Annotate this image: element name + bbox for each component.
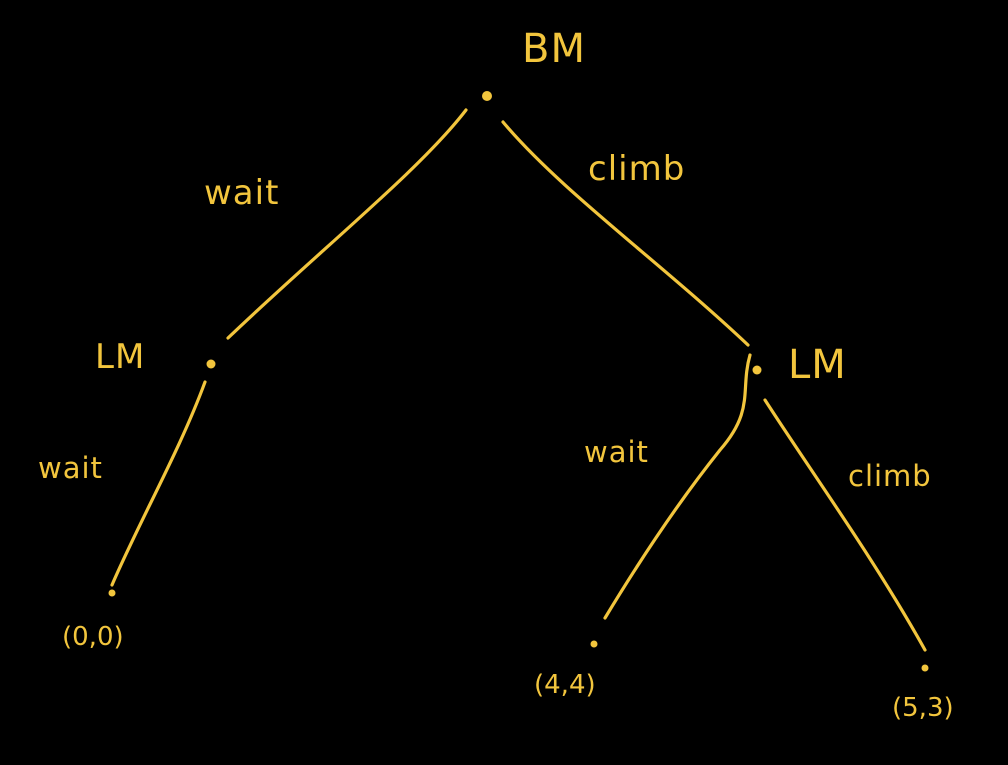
edge-right-lm-wait — [603, 353, 752, 620]
payoff-right-leaf: (5,3) — [892, 693, 954, 723]
leaf-middle-dot — [590, 640, 598, 648]
root-player-label: BM — [522, 26, 586, 72]
edge-root-climb — [501, 120, 750, 347]
right-node-player-label: LM — [788, 342, 847, 388]
right-node-right-action-label: climb — [848, 459, 932, 493]
leaf-right-dot — [921, 664, 929, 672]
payoff-left-leaf: (0,0) — [62, 622, 124, 652]
root-left-action-label: wait — [204, 173, 279, 213]
edge-left-lm-wait — [110, 380, 207, 587]
leaf-left-dot — [108, 589, 116, 597]
left-node-player-label: LM — [95, 337, 145, 377]
payoff-middle-leaf: (4,4) — [534, 670, 596, 700]
node-left-lm-dot — [206, 359, 216, 369]
edge-root-wait — [226, 108, 468, 340]
root-right-action-label: climb — [588, 149, 685, 189]
node-root-dot — [482, 91, 492, 101]
node-right-lm-dot — [752, 365, 762, 375]
edge-right-lm-climb — [763, 398, 927, 652]
left-node-action-label: wait — [38, 451, 103, 485]
right-node-left-action-label: wait — [584, 435, 649, 469]
